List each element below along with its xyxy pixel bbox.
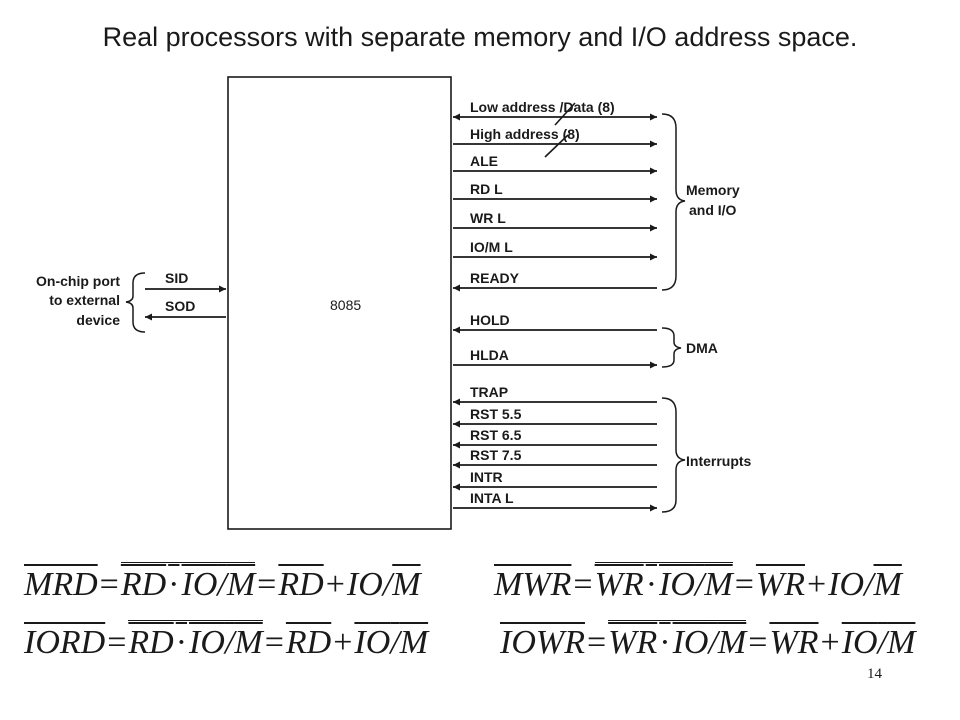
eq-iowr-f: M (887, 624, 916, 661)
eq-mrd-f: M (392, 566, 421, 603)
equation-iowr: IOWR=WR·IO/M=WR+IO/M (500, 620, 916, 661)
signal-label-7: READY (470, 270, 520, 286)
signal-label-5: WR L (470, 210, 506, 226)
equation-mrd: MRD=RD·IO/M=RD+IO/M (24, 562, 421, 603)
eq-mrd-a: RD (120, 566, 167, 603)
brace-dma (661, 327, 682, 368)
eq-iowr-lhs: IOWR (500, 624, 585, 661)
eq-iord-f: M (399, 624, 429, 661)
eq-iord-b: IO (189, 624, 225, 661)
eq-mwr-d: WR (755, 566, 805, 603)
left-signal-label-1: SID (165, 270, 188, 286)
eq-mrd-b: IO (181, 566, 218, 603)
eq-mwr-lhs: MWR (494, 566, 572, 603)
equation-iord: IORD=RD·IO/M=RD+IO/M (24, 620, 429, 661)
chip-box (227, 76, 452, 530)
signal-label-13: RST 7.5 (470, 447, 522, 463)
eq-mrd-c: M (226, 566, 256, 603)
eq-iord-d: RD (285, 624, 332, 661)
8085-pin-diagram: 8085 Low address /Data (8) High address (… (36, 76, 752, 530)
signal-label-1: Low address /Data (8) (470, 99, 615, 115)
signal-label-10: TRAP (470, 384, 508, 400)
slide-title: Real processors with separate memory and… (102, 22, 858, 52)
bus-slash-high (544, 134, 569, 158)
brace-memory-io (661, 113, 686, 291)
signal-label-2: High address (8) (470, 126, 580, 142)
bus-slash-low (554, 102, 576, 126)
group-label-dma: DMA (686, 340, 718, 356)
group-label-onchip-1: On-chip port (36, 273, 120, 289)
signal-label-6: IO/M L (470, 239, 513, 255)
signal-label-3: ALE (470, 153, 498, 169)
signal-label-9: HLDA (470, 347, 509, 363)
group-label-onchip-3: device (76, 312, 120, 328)
brace-interrupts (661, 397, 686, 513)
group-label-onchip-2: to external (49, 292, 120, 308)
eq-iord-e: IO (354, 624, 391, 661)
eq-iowr-b: IO (672, 624, 709, 661)
eq-mwr-a: WR (594, 566, 644, 603)
eq-iord-a: RD (128, 624, 174, 661)
equation-mwr: MWR=WR·IO/M=WR+IO/M (494, 562, 902, 603)
signal-label-4: RD L (470, 181, 503, 197)
eq-mwr-f: M (873, 566, 902, 603)
signal-label-11: RST 5.5 (470, 406, 522, 422)
eq-mwr-c: M (704, 566, 733, 603)
signal-label-14: INTR (470, 469, 503, 485)
signal-label-15: INTA L (470, 490, 514, 506)
eq-iowr-c: M (717, 624, 747, 661)
eq-iowr-e: IO (841, 624, 878, 661)
group-label-interrupts: Interrupts (686, 453, 752, 469)
eq-iowr-d: WR (769, 624, 819, 661)
eq-mwr-b: IO (659, 566, 695, 603)
group-label-memory: Memory (686, 182, 740, 198)
eq-iowr-a: WR (608, 624, 658, 661)
eq-mrd-lhs: MRD (24, 566, 98, 603)
signal-label-12: RST 6.5 (470, 427, 522, 443)
brace-onchip (125, 272, 146, 333)
eq-mwr-e: IO (828, 566, 865, 603)
eq-mrd-d: RD (278, 566, 324, 603)
group-label-and-io: and I/O (689, 202, 737, 218)
page-number: 14 (867, 666, 882, 682)
signal-label-8: HOLD (470, 312, 510, 328)
left-signal-label-2: SOD (165, 298, 195, 314)
eq-mrd-e: IO (346, 566, 383, 603)
eq-iord-lhs: IORD (24, 624, 106, 661)
chip-label: 8085 (330, 297, 361, 313)
eq-iord-c: M (234, 624, 263, 661)
